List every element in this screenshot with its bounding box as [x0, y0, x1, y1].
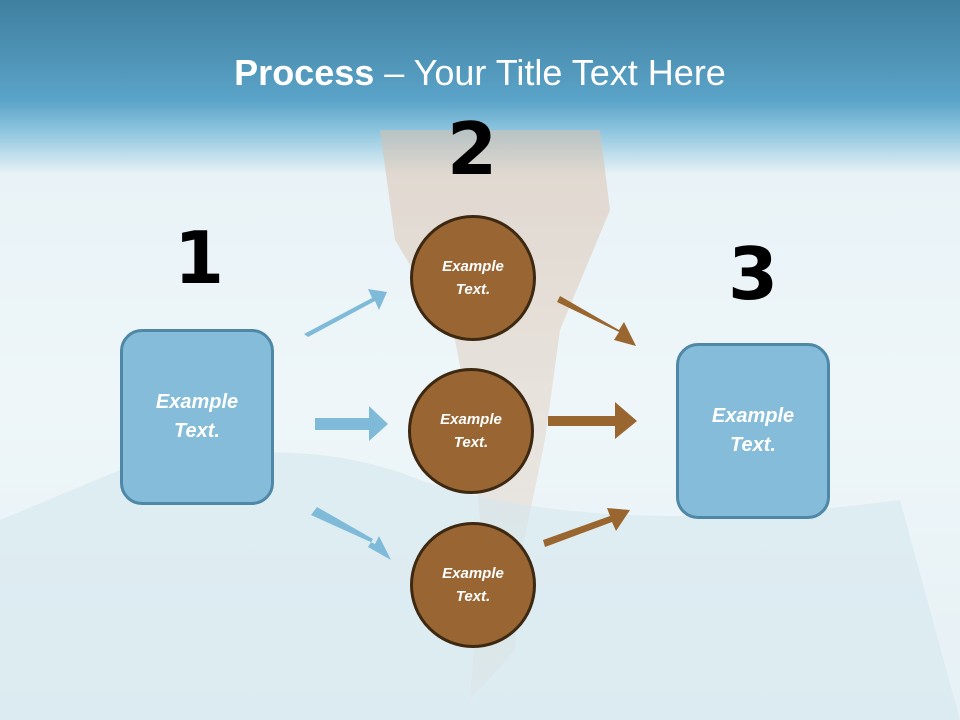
- arrow-bottom-to-3: [543, 508, 630, 547]
- title-bold: Process: [234, 52, 375, 93]
- circle-bottom: Example Text.: [410, 522, 536, 648]
- arrow-middle-to-3: [548, 402, 637, 439]
- step-3-box: Example Text.: [676, 343, 830, 519]
- circle-top: Example Text.: [410, 215, 536, 341]
- step-1-text: Example Text.: [155, 391, 239, 442]
- circle-middle-text: Example Text.: [440, 411, 502, 451]
- step-1-box: Example Text.: [120, 329, 274, 505]
- arrow-top-to-3: [557, 296, 636, 346]
- step-number-1: 1: [173, 216, 225, 300]
- slide-title: Process – Your Title Text Here: [0, 52, 960, 94]
- arrow-1-to-middle: [315, 406, 388, 441]
- circle-bottom-text: Example Text.: [442, 565, 504, 605]
- title-rest: – Your Title Text Here: [374, 52, 726, 93]
- circle-middle: Example Text.: [408, 368, 534, 494]
- step-number-3: 3: [727, 232, 779, 316]
- arrow-1-to-bottom: [311, 507, 391, 560]
- step-number-2: 2: [446, 107, 498, 191]
- circle-top-text: Example Text.: [442, 258, 504, 298]
- arrow-1-to-top: [304, 289, 387, 337]
- step-3-text: Example Text.: [711, 405, 795, 456]
